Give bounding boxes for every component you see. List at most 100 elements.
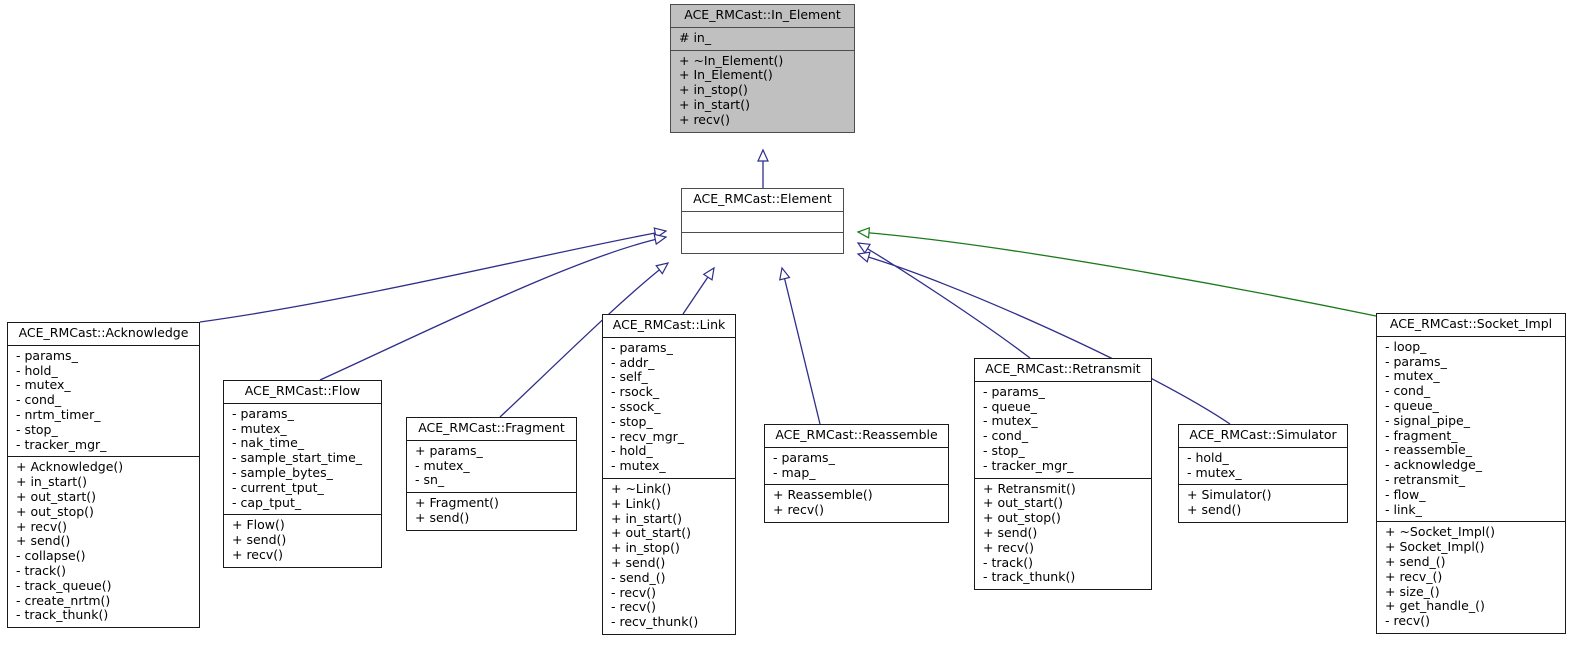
attribute-row: - map_ xyxy=(773,464,816,480)
class-box-reassemble[interactable]: ACE_RMCast::Reassemble - params_ - map_ … xyxy=(764,424,949,523)
class-name-simulator: ACE_RMCast::Simulator xyxy=(1189,427,1337,442)
attributes-fragment: + params_ - mutex_ - sn_ xyxy=(407,439,576,492)
class-box-retransmit[interactable]: ACE_RMCast::Retransmit - params_ - queue… xyxy=(974,358,1152,591)
attribute-row: - cap_tput_ xyxy=(232,494,302,510)
class-box-socket-impl[interactable]: ACE_RMCast::Socket_Impl - loop_ - params… xyxy=(1376,313,1566,634)
operation-row: + out_stop() xyxy=(16,503,94,519)
attribute-row: - mutex_ xyxy=(16,377,71,393)
attribute-row: - reassemble_ xyxy=(1385,442,1472,458)
attributes-flow: - params_ - mutex_ - nak_time_ - sample_… xyxy=(224,402,381,515)
operations-in-element: + ~In_Element() + In_Element() + in_stop… xyxy=(671,49,854,132)
attribute-row: - cond_ xyxy=(16,392,62,408)
attribute-row: - params_ xyxy=(773,449,835,465)
class-box-in-element[interactable]: ACE_RMCast::In_Element # in_ + ~In_Eleme… xyxy=(670,4,855,133)
class-name-link: ACE_RMCast::Link xyxy=(612,317,726,332)
attribute-row: - params_ xyxy=(232,405,294,421)
operation-row: + send() xyxy=(983,524,1038,540)
class-name-acknowledge: ACE_RMCast::Acknowledge xyxy=(18,325,189,340)
attribute-row: - tracker_mgr_ xyxy=(983,457,1074,473)
attribute-row: - current_tput_ xyxy=(232,479,324,495)
operation-row: + Fragment() xyxy=(415,495,499,511)
operation-row: + recv_() xyxy=(1385,568,1443,584)
attribute-row: - flow_ xyxy=(1385,486,1426,502)
attribute-row: - rsock_ xyxy=(611,384,660,400)
attribute-row: - self_ xyxy=(611,369,648,385)
attribute-row: - queue_ xyxy=(983,398,1037,414)
operation-row: + Reassemble() xyxy=(773,487,873,503)
attribute-row: - nrtm_timer_ xyxy=(16,406,101,422)
operations-simulator: + Simulator() + send() xyxy=(1179,484,1347,522)
attributes-element xyxy=(682,210,843,232)
attribute-row: - retransmit_ xyxy=(1385,471,1465,487)
operations-reassemble: + Reassemble() + recv() xyxy=(765,484,948,522)
operation-row: + send() xyxy=(232,532,287,548)
operation-row: + out_start() xyxy=(983,495,1064,511)
operation-row: + In_Element() xyxy=(679,67,773,83)
attribute-row: - addr_ xyxy=(611,354,655,370)
operation-row: + Link() xyxy=(611,495,661,511)
attribute-row: - mutex_ xyxy=(232,420,287,436)
operation-row: - recv() xyxy=(611,599,657,615)
class-box-element[interactable]: ACE_RMCast::Element xyxy=(681,188,844,254)
attribute-row: - mutex_ xyxy=(611,458,666,474)
class-box-fragment[interactable]: ACE_RMCast::Fragment + params_ - mutex_ … xyxy=(406,417,577,531)
attribute-row: + params_ xyxy=(415,442,483,458)
operation-row: + out_start() xyxy=(611,525,692,541)
operation-row: + ~Socket_Impl() xyxy=(1385,524,1496,540)
class-name-in-element: ACE_RMCast::In_Element xyxy=(684,7,841,22)
operation-row: + Socket_Impl() xyxy=(1385,539,1485,555)
operation-row: - track_thunk() xyxy=(983,569,1076,585)
operation-row: + ~Link() xyxy=(611,480,672,496)
operation-row: + Retransmit() xyxy=(983,480,1076,496)
class-name-retransmit: ACE_RMCast::Retransmit xyxy=(985,361,1141,376)
class-name-element: ACE_RMCast::Element xyxy=(693,191,832,206)
operation-row: - recv_thunk() xyxy=(611,614,699,630)
attribute-row: - mutex_ xyxy=(1385,368,1440,384)
operation-row: + Acknowledge() xyxy=(16,459,124,475)
class-box-acknowledge[interactable]: ACE_RMCast::Acknowledge - params_ - hold… xyxy=(7,322,200,629)
operation-row: - create_nrtm() xyxy=(16,592,111,608)
operations-element xyxy=(682,231,843,253)
operation-row: + send() xyxy=(1187,502,1242,518)
attribute-row: # in_ xyxy=(679,29,712,45)
operation-row: + recv() xyxy=(16,518,68,534)
attribute-row: - ssock_ xyxy=(611,398,661,414)
class-name-fragment: ACE_RMCast::Fragment xyxy=(418,420,565,435)
class-name-flow: ACE_RMCast::Flow xyxy=(244,383,361,398)
operation-row: + ~In_Element() xyxy=(679,52,784,68)
attributes-link: - params_ - addr_ - self_ - rsock_ - sso… xyxy=(603,336,735,478)
attribute-row: - stop_ xyxy=(16,421,58,437)
operation-row: - track_thunk() xyxy=(16,607,109,623)
operation-row: + in_start() xyxy=(16,474,87,490)
attribute-row: - mutex_ xyxy=(415,457,470,473)
attribute-row: - signal_pipe_ xyxy=(1385,412,1470,428)
attribute-row: - mutex_ xyxy=(983,413,1038,429)
attribute-row: - hold_ xyxy=(611,443,653,459)
operation-row: + get_handle_() xyxy=(1385,598,1485,614)
attribute-row: - queue_ xyxy=(1385,397,1439,413)
class-name-socket-impl: ACE_RMCast::Socket_Impl xyxy=(1389,316,1553,331)
attributes-reassemble: - params_ - map_ xyxy=(765,446,948,485)
class-box-link[interactable]: ACE_RMCast::Link - params_ - addr_ - sel… xyxy=(602,314,736,635)
attribute-row: - hold_ xyxy=(16,362,58,378)
attribute-row: - fragment_ xyxy=(1385,427,1458,443)
class-box-flow[interactable]: ACE_RMCast::Flow - params_ - mutex_ - na… xyxy=(223,380,382,568)
operations-fragment: + Fragment() + send() xyxy=(407,492,576,530)
operation-row: + recv() xyxy=(679,111,731,127)
attribute-row: - nak_time_ xyxy=(232,435,305,451)
operation-row: - collapse() xyxy=(16,548,86,564)
attributes-socket-impl: - loop_ - params_ - mutex_ - cond_ - que… xyxy=(1377,335,1565,522)
attribute-row: - acknowledge_ xyxy=(1385,457,1483,473)
operation-row: - recv() xyxy=(611,584,657,600)
class-box-simulator[interactable]: ACE_RMCast::Simulator - hold_ - mutex_ +… xyxy=(1178,424,1348,523)
operation-row: - track() xyxy=(16,562,67,578)
attribute-row: - loop_ xyxy=(1385,338,1427,354)
operations-acknowledge: + Acknowledge() + in_start() + out_start… xyxy=(8,456,199,627)
operation-row: + in_stop() xyxy=(611,540,680,556)
attribute-row: - sample_bytes_ xyxy=(232,464,333,480)
attributes-in-element: # in_ xyxy=(671,26,854,50)
attribute-row: - stop_ xyxy=(611,413,653,429)
attribute-row: - params_ xyxy=(611,339,673,355)
operations-retransmit: + Retransmit() + out_start() + out_stop(… xyxy=(975,477,1151,590)
attribute-row: - params_ xyxy=(983,383,1045,399)
